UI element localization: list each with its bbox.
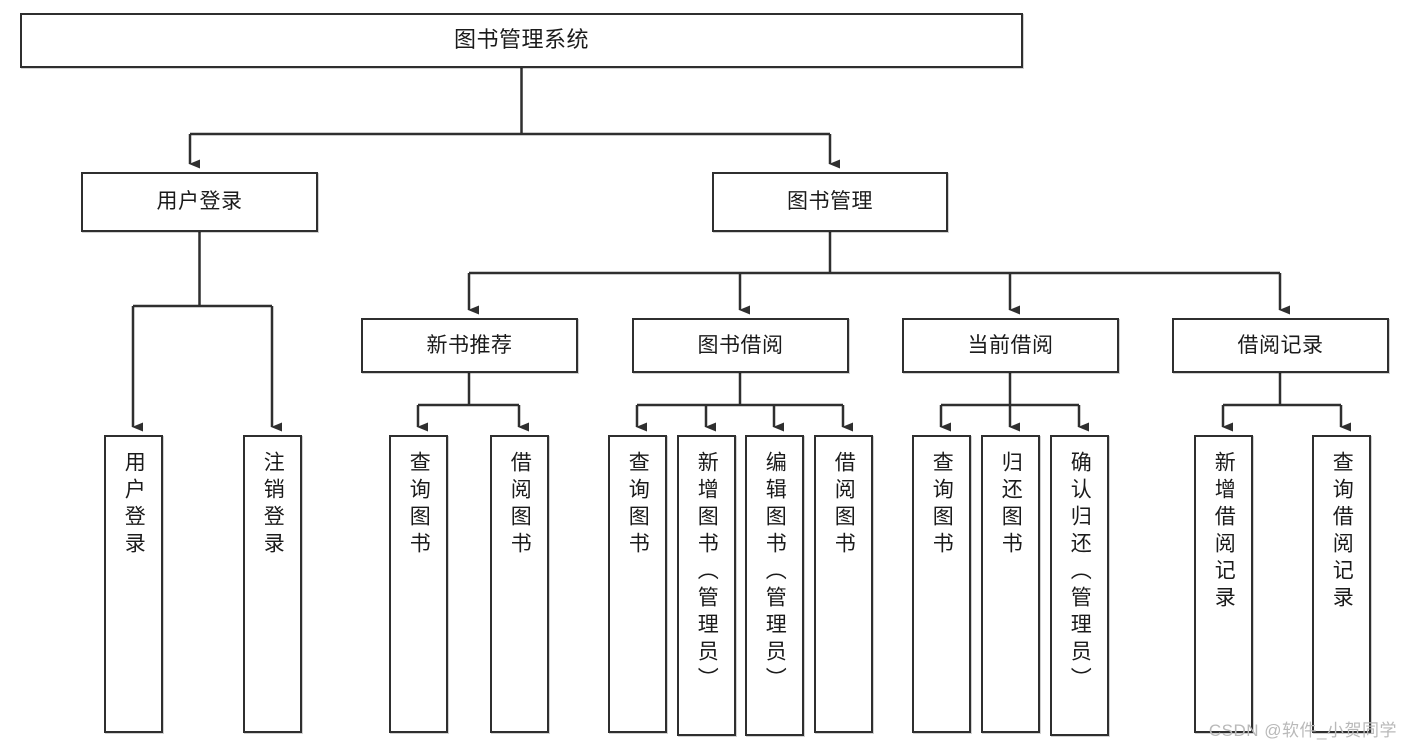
leaf-book-borrow-add-book-admin[interactable]: 新增图书（管理员）	[677, 435, 736, 736]
leaf-book-borrow-borrow-book[interactable]: 借阅图书	[814, 435, 873, 733]
node-book-borrow[interactable]: 图书借阅	[632, 318, 849, 373]
leaf-current-borrow-query-book[interactable]: 查询图书	[912, 435, 971, 733]
node-label: 查询图书	[626, 451, 650, 559]
leaf-borrow-record-add-record[interactable]: 新增借阅记录	[1194, 435, 1253, 733]
node-label: 注销登录	[261, 451, 285, 559]
leaf-user-login-logout[interactable]: 注销登录	[243, 435, 302, 733]
leaf-user-login-login[interactable]: 用户登录	[104, 435, 163, 733]
node-user-login[interactable]: 用户登录	[81, 172, 318, 232]
node-label: 查询借阅记录	[1330, 451, 1354, 613]
node-borrow-record[interactable]: 借阅记录	[1172, 318, 1389, 373]
node-new-book-recommend[interactable]: 新书推荐	[361, 318, 578, 373]
leaf-current-borrow-confirm-return-admin[interactable]: 确认归还（管理员）	[1050, 435, 1109, 736]
node-book-management[interactable]: 图书管理	[712, 172, 948, 232]
leaf-book-borrow-edit-book-admin[interactable]: 编辑图书（管理员）	[745, 435, 804, 736]
leaf-new-book-borrow-book[interactable]: 借阅图书	[490, 435, 549, 733]
node-label: 归还图书	[999, 451, 1023, 559]
node-label: 用户登录	[122, 451, 146, 559]
leaf-book-borrow-query-book[interactable]: 查询图书	[608, 435, 667, 733]
node-label: 查询图书	[930, 451, 954, 559]
node-label: 图书管理	[787, 190, 873, 214]
node-label: 查询图书	[407, 451, 431, 559]
node-current-borrow[interactable]: 当前借阅	[902, 318, 1119, 373]
csdn-watermark: CSDN @软件_小贺同学	[1208, 721, 1397, 740]
node-label: 图书借阅	[697, 333, 784, 357]
node-label: 新书推荐	[426, 333, 513, 357]
node-label: 当前借阅	[967, 333, 1054, 357]
node-label: 图书管理系统	[453, 27, 589, 53]
node-label: 用户登录	[156, 190, 243, 214]
node-root-book-management-system[interactable]: 图书管理系统	[20, 13, 1023, 68]
leaf-current-borrow-return-book[interactable]: 归还图书	[981, 435, 1040, 733]
node-label: 新增借阅记录	[1212, 451, 1236, 613]
node-label: 借阅图书	[832, 451, 856, 559]
leaf-new-book-query-book[interactable]: 查询图书	[389, 435, 448, 733]
node-label: 新增图书（管理员）	[695, 451, 719, 694]
node-label: 借阅记录	[1237, 333, 1324, 357]
node-label: 确认归还（管理员）	[1068, 451, 1092, 694]
node-label: 编辑图书（管理员）	[763, 451, 787, 694]
leaf-borrow-record-query-record[interactable]: 查询借阅记录	[1312, 435, 1371, 733]
node-label: 借阅图书	[508, 451, 532, 559]
